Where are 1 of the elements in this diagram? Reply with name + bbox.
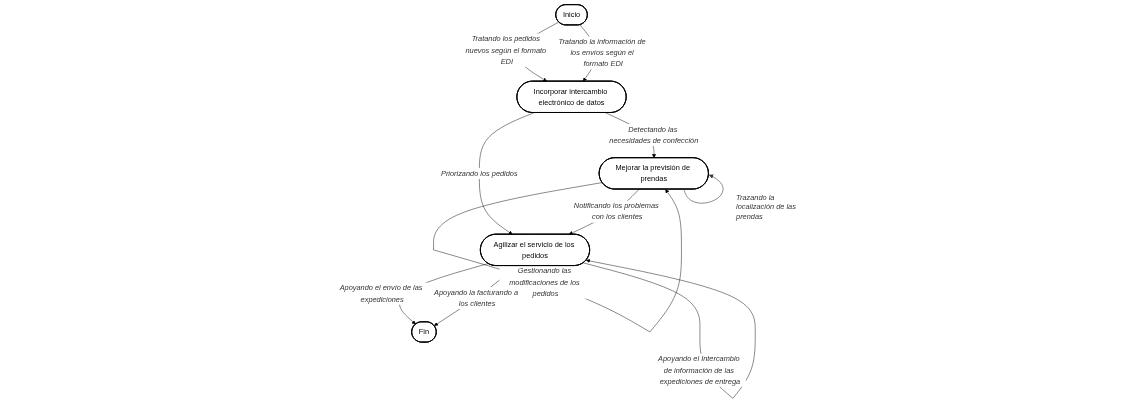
edge-label: Trazando la localización de las prendas <box>736 193 796 221</box>
